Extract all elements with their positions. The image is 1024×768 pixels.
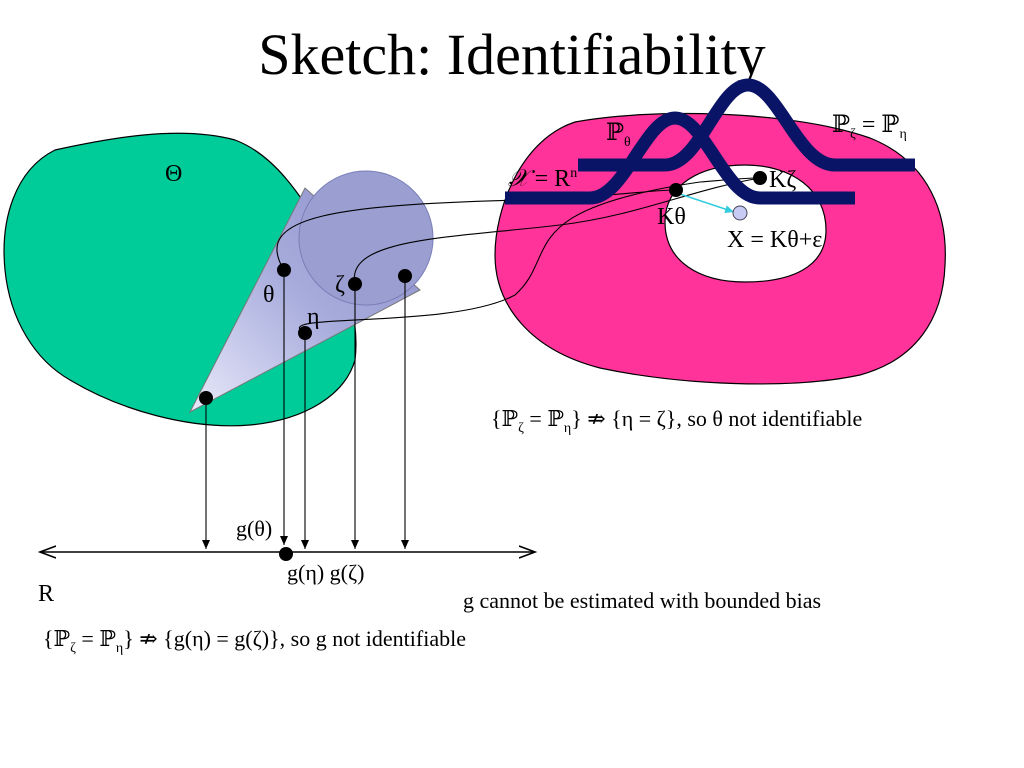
theta-point (277, 263, 291, 277)
k-zeta-point (753, 171, 767, 185)
density-p-theta (505, 111, 855, 205)
data-space-label: 𝒳 = Rn (508, 166, 577, 192)
map-curve-zeta (353, 177, 761, 285)
zeta-point (348, 277, 362, 291)
noise-arrow (679, 193, 735, 213)
cone-cap (298, 170, 434, 306)
g-eta-zeta-label: g(η) g(ζ) (287, 560, 364, 585)
p-theta-label: ℙθ (606, 120, 631, 150)
observation-point (732, 205, 748, 221)
g-theta-point (279, 547, 293, 561)
k-theta-label: Kθ (657, 204, 686, 230)
map-curve-theta (276, 189, 677, 271)
map-curve-eta (298, 177, 759, 334)
zeta-point-label: ζ (335, 272, 345, 298)
k-zeta-label: Kζ (769, 167, 796, 193)
far-point (398, 269, 412, 283)
density-p-zeta-eta (578, 78, 915, 172)
theta-identifiability-statement: {ℙζ = ℙη} ⇏ {η = ζ}, so θ not identifiab… (491, 406, 862, 436)
real-line-label: R (38, 581, 54, 607)
g-identifiability-statement: {ℙζ = ℙη} ⇏ {g(η) = g(ζ)}, so g not iden… (43, 626, 466, 656)
theta-point-label: θ (263, 282, 275, 308)
slide-title: Sketch: Identifiability (258, 22, 765, 87)
eta-point (298, 326, 312, 340)
p-zeta-eq-p-eta-label: ℙζ = ℙη (832, 112, 907, 142)
theta-space-label: Θ (165, 161, 182, 187)
g-theta-label: g(θ) (236, 516, 272, 541)
k-theta-point (669, 183, 683, 197)
cone-tip-point (199, 391, 213, 405)
bias-note: g cannot be estimated with bounded bias (463, 588, 821, 613)
eta-point-label: η (307, 304, 320, 330)
observation-label: X = Kθ+ε (727, 227, 822, 253)
